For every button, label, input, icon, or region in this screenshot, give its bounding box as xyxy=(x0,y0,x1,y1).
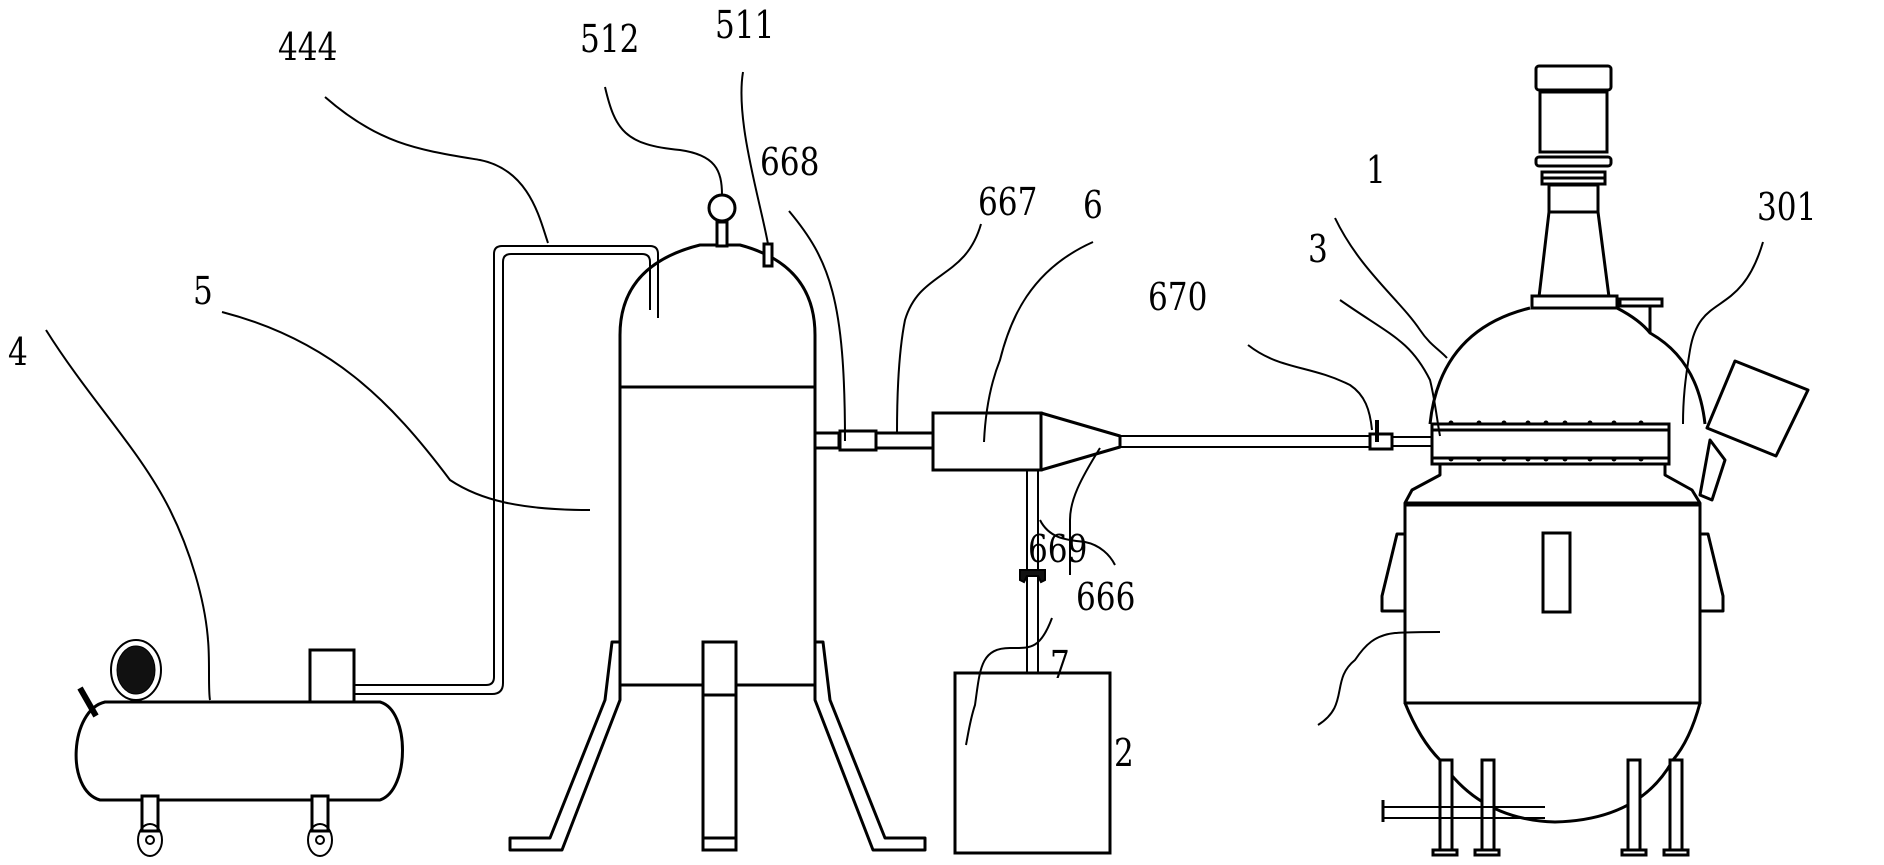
label-670: 670 xyxy=(1148,276,1207,320)
label-1: 1 xyxy=(1366,149,1386,193)
wheel-bracket-right xyxy=(310,794,330,833)
collection-tank xyxy=(953,671,1112,855)
air-compressor xyxy=(74,639,404,857)
label-511: 511 xyxy=(715,4,774,48)
connecting-pipe xyxy=(813,429,935,452)
reactor xyxy=(1380,64,1810,857)
reactor-bottom-head xyxy=(1403,702,1702,824)
motor-cap xyxy=(1534,64,1613,92)
label-2: 2 xyxy=(1114,732,1134,776)
wheel-hub-right xyxy=(315,835,325,845)
air-tank xyxy=(508,193,927,852)
reactor-leg-1 xyxy=(1438,758,1454,852)
air-pipe xyxy=(354,245,659,695)
leader-669 xyxy=(1039,519,1116,566)
leader-666 xyxy=(1069,447,1101,575)
reactor-leg-3 xyxy=(1626,758,1642,852)
side-nozzle-neck xyxy=(1698,438,1727,502)
label-667: 667 xyxy=(978,181,1037,225)
drain-valve-icon xyxy=(1019,569,1046,584)
ejector-cone xyxy=(1040,411,1122,472)
reactor-foot-3 xyxy=(1620,848,1648,857)
leg-right xyxy=(813,640,927,852)
support-lug-right xyxy=(1701,532,1725,613)
top-nozzle xyxy=(762,242,774,268)
side-nozzle-301 xyxy=(1705,359,1810,458)
leader-301 xyxy=(1682,241,1764,425)
reactor-shoulder xyxy=(1403,464,1702,505)
leader-668 xyxy=(788,210,846,442)
motor-ring-1 xyxy=(1534,155,1613,168)
leader-5 xyxy=(221,311,591,511)
wheel-hub-left xyxy=(145,835,155,845)
label-668: 668 xyxy=(760,141,819,185)
air-pipe-inner xyxy=(354,253,651,695)
label-669: 669 xyxy=(1028,528,1087,572)
reducer-cone xyxy=(1537,211,1611,299)
compressor-handle xyxy=(77,686,99,718)
wheel-bracket-left xyxy=(140,794,160,833)
leader-511 xyxy=(740,71,769,245)
reactor-leg-2 xyxy=(1480,758,1496,852)
drain-pipe xyxy=(1019,470,1046,673)
motor-body xyxy=(1538,90,1609,154)
leader-lines xyxy=(45,71,1764,746)
compressor-tank xyxy=(74,700,404,802)
flange-bolts xyxy=(1448,420,1644,462)
flange-ring xyxy=(1430,428,1671,460)
suction-pipe xyxy=(1120,420,1432,451)
pipe-segment-1 xyxy=(813,431,841,450)
motor-ring-3 xyxy=(1540,176,1607,186)
leader-1 xyxy=(1334,217,1448,359)
air-tank-shell xyxy=(618,243,817,688)
wheel-left xyxy=(137,823,163,857)
reactor-leg-4 xyxy=(1668,758,1684,852)
reactor-upper-head xyxy=(1428,306,1707,425)
drive-flange xyxy=(1530,294,1619,310)
leader-2 xyxy=(1317,631,1441,726)
motor-housing xyxy=(110,639,162,701)
leader-667 xyxy=(896,223,982,434)
pipe-segment-2 xyxy=(874,431,935,450)
reactor-foot-4 xyxy=(1662,848,1690,857)
ejector-body xyxy=(931,411,1043,472)
leader-6 xyxy=(983,241,1094,443)
label-444: 444 xyxy=(278,26,337,70)
compressor-outlet-box xyxy=(308,648,356,704)
top-port xyxy=(1618,297,1664,308)
label-666: 666 xyxy=(1076,576,1135,620)
leader-3 xyxy=(1339,299,1441,437)
label-3: 3 xyxy=(1308,228,1328,272)
label-6: 6 xyxy=(1083,184,1103,228)
coupling-housing xyxy=(1547,183,1600,214)
leader-670 xyxy=(1247,344,1373,431)
leg-center xyxy=(701,640,738,852)
gauge-stem xyxy=(715,220,729,248)
wheel-right xyxy=(307,823,333,857)
leader-4 xyxy=(45,329,211,701)
leader-512 xyxy=(604,86,723,196)
pressure-gauge-icon xyxy=(707,193,737,223)
leg-left xyxy=(508,640,622,852)
label-512: 512 xyxy=(580,18,639,62)
label-301: 301 xyxy=(1757,186,1816,230)
label-5: 5 xyxy=(193,270,213,314)
reference-labels: 444 512 511 668 667 6 1 301 3 670 5 4 66… xyxy=(8,4,1816,776)
support-lug-left xyxy=(1380,532,1404,613)
reactor-foot-2 xyxy=(1473,848,1501,857)
flange-ring-bottom xyxy=(1430,456,1671,466)
sight-window xyxy=(1541,531,1572,614)
motor-fan-icon xyxy=(116,645,156,695)
reactor-foot-1 xyxy=(1431,848,1459,857)
label-7: 7 xyxy=(1050,644,1070,688)
leader-7 xyxy=(965,617,1053,746)
leader-444 xyxy=(324,96,549,244)
valve-body xyxy=(1368,432,1394,451)
air-pipe-outer xyxy=(354,245,659,686)
label-4: 4 xyxy=(8,331,28,375)
